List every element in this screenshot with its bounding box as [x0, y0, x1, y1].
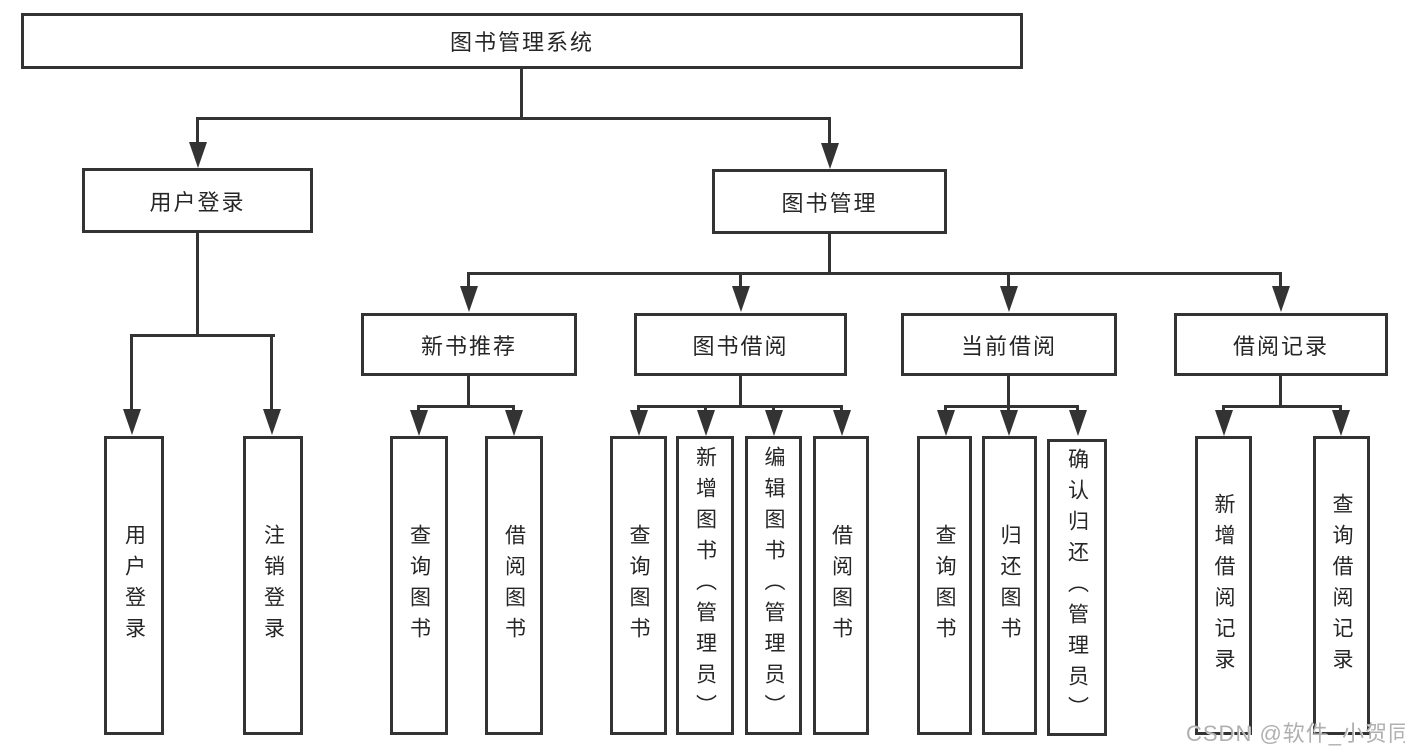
arrow-down-icon	[263, 409, 281, 435]
node-book-management: 图书管理	[712, 169, 947, 234]
connector-line	[1076, 405, 1079, 412]
connector-line	[828, 117, 831, 145]
connector-line	[944, 405, 947, 412]
connector-line	[1222, 405, 1342, 408]
connector-line	[1007, 375, 1010, 408]
leaf-borrow-books: 借阅图书	[813, 436, 869, 735]
arrow-down-icon	[505, 410, 523, 436]
leaf-query-books-current: 查询图书	[917, 436, 972, 735]
arrow-down-icon	[189, 142, 207, 168]
connector-line	[637, 405, 640, 412]
connector-line	[467, 272, 1282, 275]
node-user-login: 用户登录	[82, 168, 313, 233]
node-borrow-records: 借阅记录	[1174, 313, 1388, 376]
arrow-down-icon	[630, 410, 648, 436]
connector-line	[417, 405, 420, 412]
connector-line	[1339, 405, 1342, 412]
arrow-down-icon	[732, 286, 750, 312]
leaf-label: 查询图书	[627, 523, 650, 648]
connector-line	[417, 405, 515, 408]
leaf-label: 注销登录	[261, 523, 285, 648]
arrow-down-icon	[1069, 410, 1087, 436]
node-book-borrow: 图书借阅	[634, 313, 847, 376]
connector-line	[1279, 272, 1282, 287]
connector-line	[739, 375, 742, 408]
leaf-confirm-return-admin: 确认归还（管理员）	[1047, 439, 1107, 736]
connector-line	[772, 405, 775, 412]
leaf-label: 确认归还（管理员）	[1065, 448, 1089, 727]
arrow-down-icon	[937, 410, 955, 436]
connector-line	[1222, 405, 1225, 412]
leaf-add-borrow-record: 新增借阅记录	[1195, 436, 1252, 735]
connector-line	[828, 232, 831, 275]
arrow-down-icon	[1215, 410, 1233, 436]
leaf-label: 查询图书	[407, 523, 431, 648]
leaf-label: 新增图书（管理员）	[693, 446, 717, 725]
leaf-return-books: 归还图书	[982, 436, 1037, 735]
leaf-label: 借阅图书	[829, 523, 853, 648]
connector-line	[704, 405, 707, 412]
arrow-down-icon	[821, 143, 839, 169]
connector-line	[467, 375, 470, 408]
connector-line	[196, 117, 831, 120]
leaf-user-login: 用户登录	[104, 436, 164, 735]
leaf-edit-books-admin: 编辑图书（管理员）	[745, 436, 802, 735]
connector-line	[196, 117, 199, 145]
connector-line	[270, 334, 273, 411]
arrow-down-icon	[410, 410, 428, 436]
leaf-query-books-borrow: 查询图书	[610, 436, 667, 735]
leaf-logout: 注销登录	[243, 436, 303, 735]
arrow-down-icon	[1000, 286, 1018, 312]
leaf-label: 查询借阅记录	[1330, 492, 1353, 679]
csdn-watermark: CSDN @软件_小贺同学	[1186, 721, 1405, 746]
connector-line	[520, 69, 523, 120]
leaf-label: 归还图书	[998, 523, 1021, 648]
arrow-down-icon	[1272, 286, 1290, 312]
arrow-down-icon	[460, 286, 478, 312]
arrow-down-icon	[1000, 410, 1018, 436]
leaf-query-books-recommend: 查询图书	[390, 436, 448, 735]
arrow-down-icon	[1332, 410, 1350, 436]
leaf-label: 查询图书	[933, 523, 956, 648]
connector-line	[1007, 272, 1010, 287]
node-root-library-system: 图书管理系统	[21, 13, 1023, 69]
node-new-book-recommend: 新书推荐	[361, 313, 577, 376]
connector-line	[512, 405, 515, 412]
connector-line	[944, 405, 1079, 408]
leaf-label: 用户登录	[122, 523, 146, 648]
leaf-borrow-books-recommend: 借阅图书	[485, 436, 543, 735]
node-current-borrow: 当前借阅	[901, 313, 1117, 376]
connector-line	[1007, 405, 1010, 412]
arrow-down-icon	[765, 410, 783, 436]
leaf-label: 借阅图书	[502, 523, 526, 648]
leaf-label: 编辑图书（管理员）	[762, 446, 785, 725]
connector-line	[1279, 375, 1282, 408]
arrow-down-icon	[833, 410, 851, 436]
connector-line	[130, 334, 275, 337]
leaf-label: 新增借阅记录	[1212, 492, 1235, 679]
connector-line	[130, 334, 133, 411]
leaf-add-books-admin: 新增图书（管理员）	[676, 436, 734, 735]
connector-line	[739, 272, 742, 287]
connector-line	[840, 405, 843, 412]
connector-line	[467, 272, 470, 287]
connector-line	[196, 232, 199, 337]
arrow-down-icon	[697, 410, 715, 436]
leaf-query-borrow-record: 查询借阅记录	[1313, 436, 1370, 735]
connector-line	[637, 405, 842, 408]
arrow-down-icon	[123, 409, 141, 435]
